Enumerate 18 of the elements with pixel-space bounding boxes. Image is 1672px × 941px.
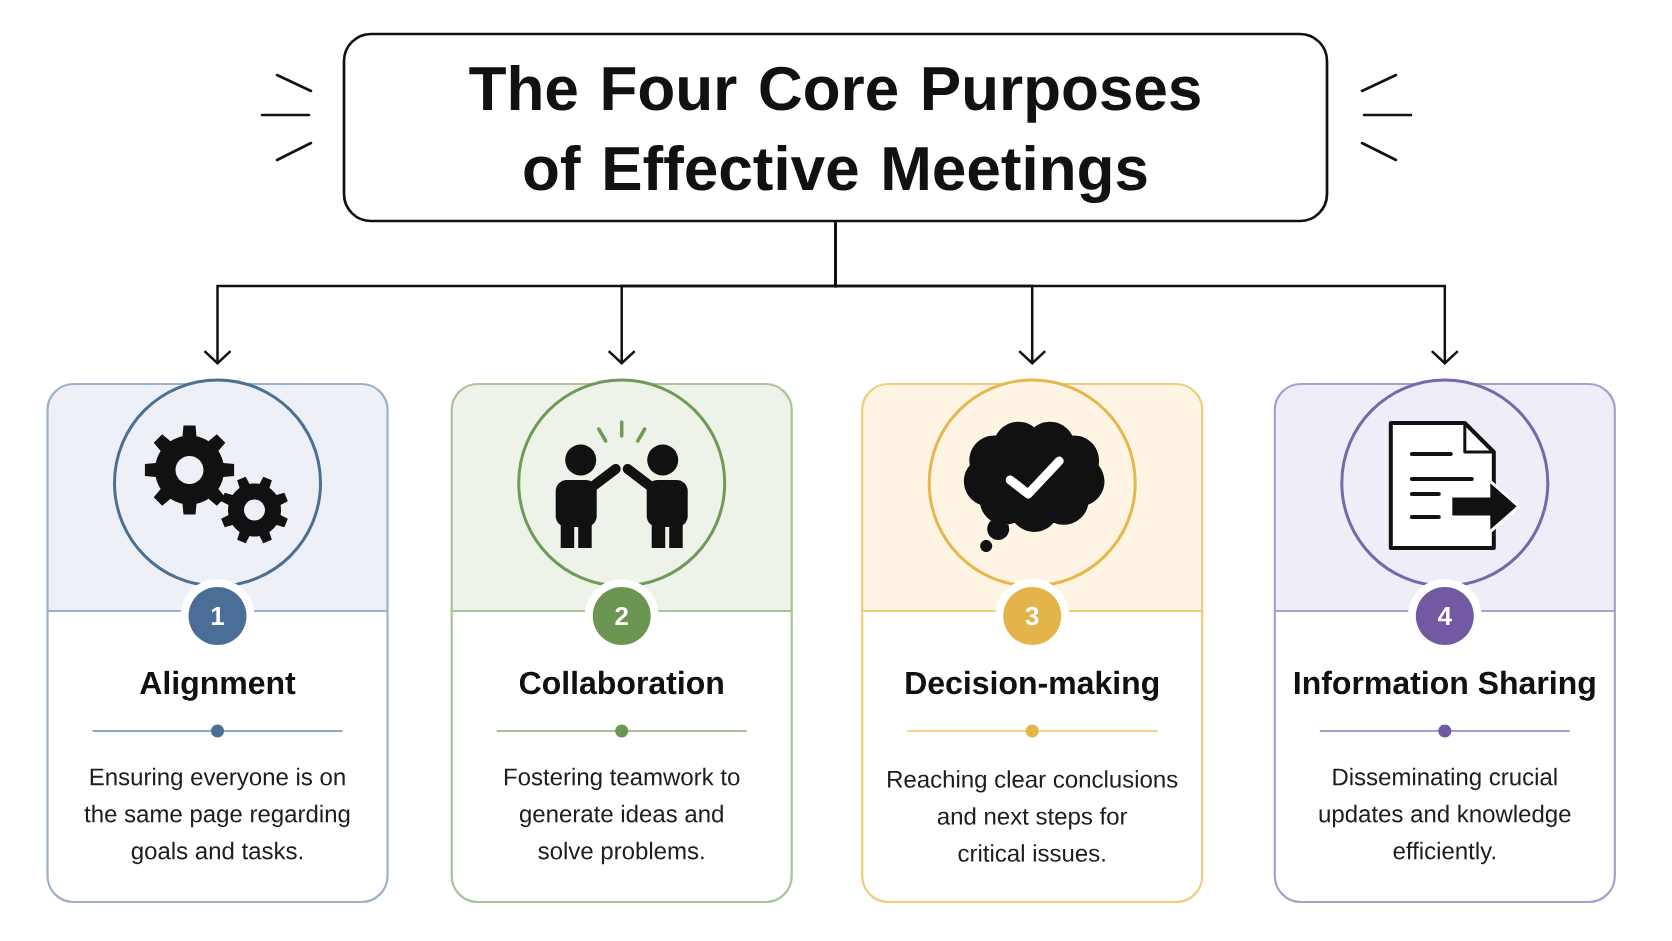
card-heading: Collaboration [519, 670, 723, 695]
node-label: 1 [211, 607, 225, 625]
title-box: The Four Core Purposes of Effective Meetings [342, 32, 1329, 223]
node-label: 4 [1437, 607, 1452, 625]
node-label: 3 [1025, 606, 1039, 626]
card-description: Disseminating crucial updates and knowledge efficiently. [1319, 767, 1571, 865]
number-badge: 4 [1407, 579, 1482, 653]
number-badge: 2 [584, 579, 659, 653]
node-label: 2 [615, 606, 628, 626]
number-badge: 1 [180, 579, 255, 653]
number-badge: 3 [995, 579, 1070, 653]
card-description: Fostering teamwork to generate ideas and solve problems. [504, 767, 740, 865]
card-heading: Alignment [140, 670, 296, 701]
card-description: Ensuring everyone is on the same page regarding goals and tasks. [84, 767, 350, 865]
card-heading: Information Sharing [1294, 670, 1595, 701]
card-heading: Decision-making [906, 670, 1159, 701]
arrow [834, 222, 1459, 365]
card-description: Reaching clear conclusions and next steps for critical issues. [888, 770, 1178, 862]
